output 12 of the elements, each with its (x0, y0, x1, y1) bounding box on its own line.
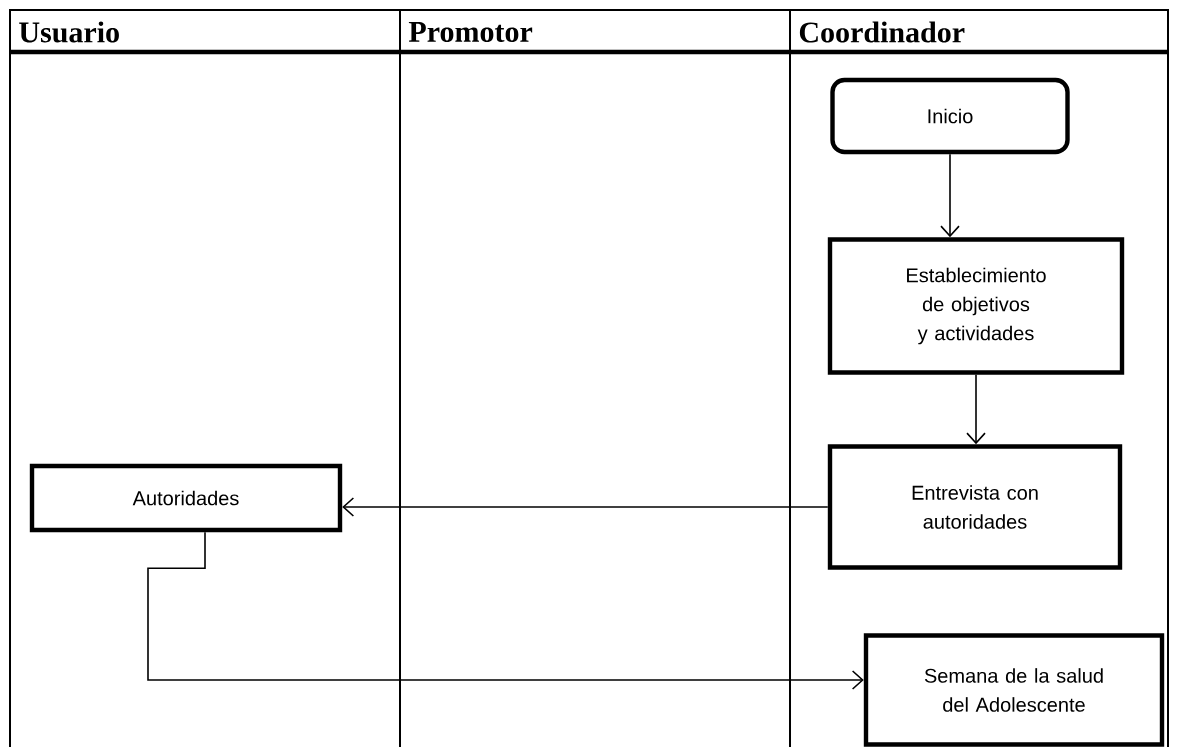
start-box: Inicio (830, 77, 1070, 155)
process-box: Entrevista con autoridades (827, 444, 1123, 570)
arrow (966, 373, 986, 445)
lane-header: Usuario (19, 21, 119, 43)
arrow (940, 153, 960, 238)
process-box: Establecimiento de objetivos y actividades (827, 237, 1125, 375)
lane-header: Promotor (408, 22, 533, 42)
arrow (342, 497, 829, 517)
lane-header: Coordinador (799, 21, 965, 43)
process-box: Autoridades (29, 463, 343, 533)
arrow (147, 531, 864, 690)
process-box: Semana de la salud del Adolescente (863, 633, 1165, 747)
